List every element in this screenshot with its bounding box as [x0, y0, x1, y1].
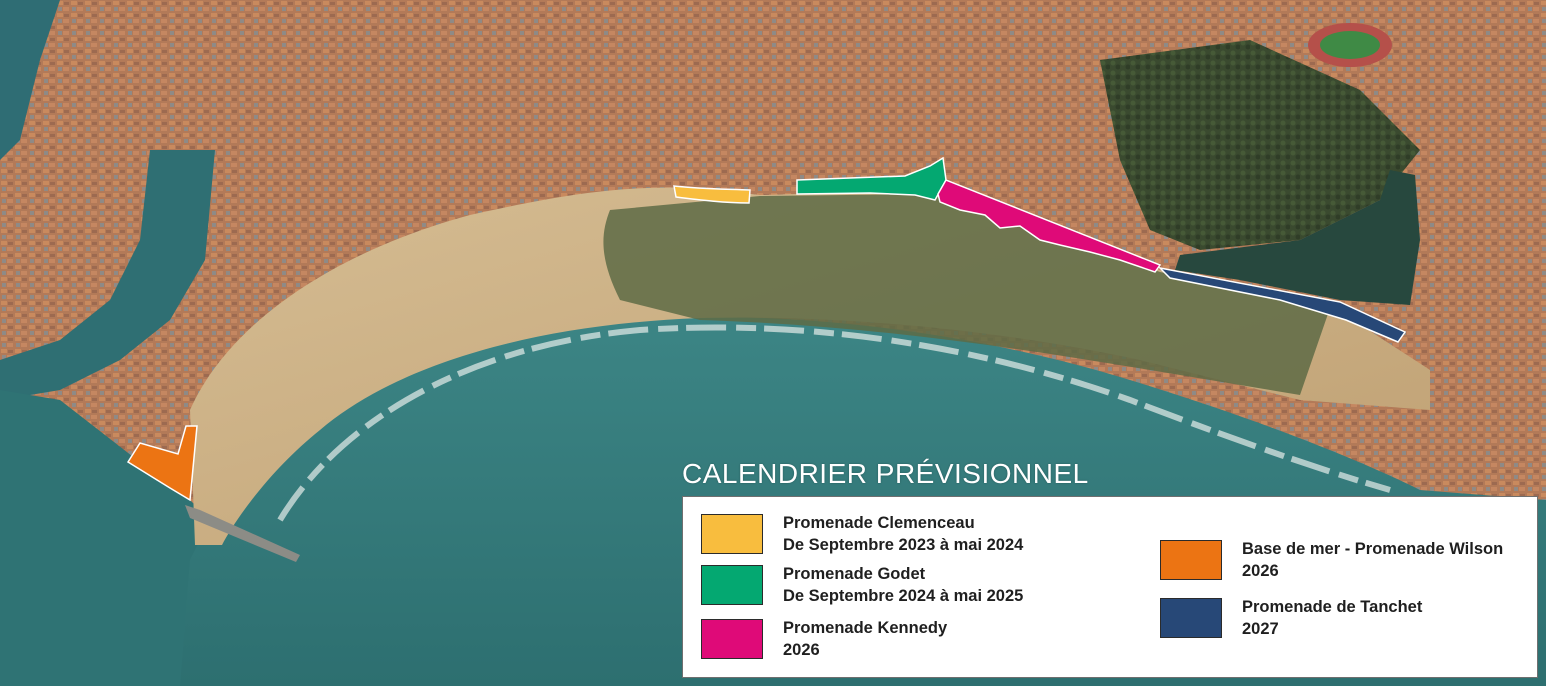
- legend-title: CALENDRIER PRÉVISIONNEL: [682, 458, 1089, 489]
- legend-item-clemenceau: Promenade Clemenceau De Septembre 2023 à…: [701, 514, 1023, 556]
- lake: [1175, 170, 1420, 305]
- legend-text-wilson: Base de mer - Promenade Wilson 2026: [1242, 538, 1503, 582]
- jetty: [185, 505, 300, 562]
- rock-flats: [603, 194, 1330, 395]
- legend-period: De Septembre 2024 à mai 2025: [783, 587, 1024, 605]
- legend-item-wilson: Base de mer - Promenade Wilson 2026: [1160, 540, 1503, 582]
- legend-name: Promenade Kennedy: [783, 619, 948, 637]
- harbour-channel: [0, 150, 215, 400]
- swatch-wilson: [1160, 540, 1222, 580]
- legend-name: Base de mer - Promenade Wilson: [1242, 540, 1504, 558]
- swatch-kennedy: [701, 619, 763, 659]
- legend-name: Promenade Godet: [783, 565, 926, 583]
- zone-wilson: [126, 425, 198, 502]
- legend-item-tanchet: Promenade de Tanchet 2027: [1160, 598, 1422, 640]
- legend-item-kennedy: Promenade Kennedy 2026: [701, 619, 947, 661]
- legend-item-godet: Promenade Godet De Septembre 2024 à mai …: [701, 565, 1023, 607]
- legend-text-tanchet: Promenade de Tanchet 2027: [1242, 596, 1422, 640]
- legend-text-kennedy: Promenade Kennedy 2026: [783, 617, 947, 661]
- forest-park: [1100, 40, 1420, 250]
- swatch-clemenceau: [701, 514, 763, 554]
- surf-line: [277, 324, 1391, 522]
- legend-period: 2026: [783, 641, 820, 659]
- legend-text-godet: Promenade Godet De Septembre 2024 à mai …: [783, 563, 1023, 607]
- zone-kennedy: [937, 179, 1162, 273]
- legend-text-clemenceau: Promenade Clemenceau De Septembre 2023 à…: [783, 512, 1023, 556]
- harbour-basin: [0, 0, 60, 160]
- legend: Promenade Clemenceau De Septembre 2023 à…: [682, 496, 1538, 678]
- zone-clemenceau: [673, 185, 751, 204]
- legend-name: Promenade Clemenceau: [783, 514, 975, 532]
- legend-period: 2026: [1242, 562, 1279, 580]
- stadium-field: [1320, 31, 1380, 59]
- legend-period: De Septembre 2023 à mai 2024: [783, 536, 1024, 554]
- legend-name: Promenade de Tanchet: [1242, 598, 1423, 616]
- swatch-tanchet: [1160, 598, 1222, 638]
- legend-period: 2027: [1242, 620, 1279, 638]
- swatch-godet: [701, 565, 763, 605]
- zone-tanchet: [1157, 266, 1407, 343]
